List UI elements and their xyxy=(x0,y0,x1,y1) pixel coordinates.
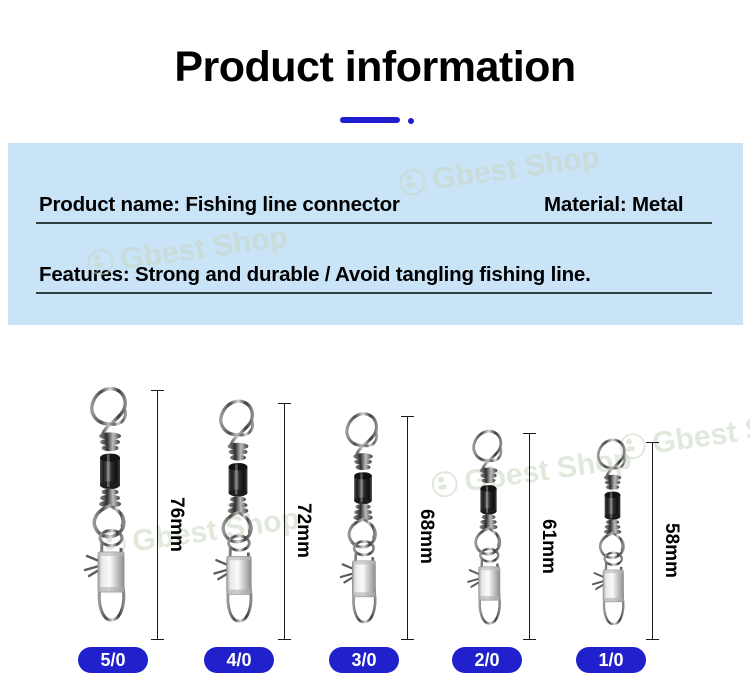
dimension-label: 68mm xyxy=(416,509,437,564)
size-badge-1-0[interactable]: 1/0 xyxy=(576,647,646,673)
fishing-swivel-illustration xyxy=(205,393,271,640)
size-badge-2-0[interactable]: 2/0 xyxy=(452,647,522,673)
dimension-label: 76mm xyxy=(166,497,187,552)
dimension-line xyxy=(401,416,414,640)
dimension-label: 72mm xyxy=(293,503,314,558)
fishing-swivel-illustration xyxy=(460,424,517,640)
size-badge-4-0[interactable]: 4/0 xyxy=(204,647,274,673)
page-title: Product information xyxy=(174,43,576,91)
product-name-text: Product name: Fishing line connector xyxy=(39,193,400,216)
info-panel: Product name: Fishing line connector Mat… xyxy=(8,143,743,325)
fishing-swivel-illustration xyxy=(332,406,394,640)
dimension-line xyxy=(646,442,659,640)
info-row-divider xyxy=(36,222,712,224)
material-text: Material: Metal xyxy=(544,193,684,216)
product-size-row: 76mm xyxy=(0,340,750,640)
dimension-line xyxy=(151,390,164,640)
fishing-swivel-illustration xyxy=(75,380,145,640)
features-text: Features: Strong and durable / Avoid tan… xyxy=(39,263,591,286)
info-row-divider xyxy=(36,292,712,294)
title-accent-dot xyxy=(408,118,414,124)
dimension-line xyxy=(523,433,536,640)
title-accent-bar xyxy=(340,117,400,123)
size-badge-3-0[interactable]: 3/0 xyxy=(329,647,399,673)
dimension-label: 61mm xyxy=(538,519,559,574)
dimension-line xyxy=(278,403,291,640)
fishing-swivel-illustration xyxy=(585,433,640,640)
dimension-label: 58mm xyxy=(661,523,682,578)
size-badge-5-0[interactable]: 5/0 xyxy=(78,647,148,673)
